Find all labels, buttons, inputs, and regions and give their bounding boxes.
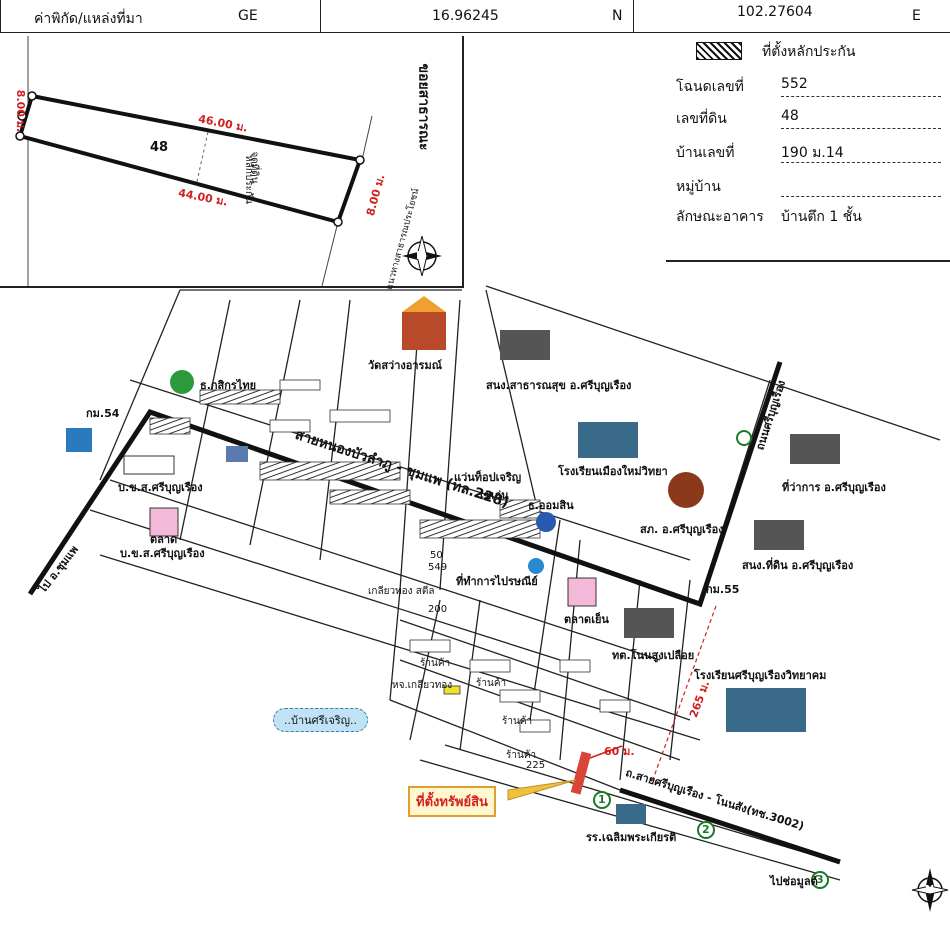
to-nonsang-label: ไปช่อมูลต์ <box>770 875 818 888</box>
map-north-arrow-icon <box>911 868 949 912</box>
temple-label: วัดสว่างอารมณ์ <box>368 359 442 372</box>
km54-label: กม.54 <box>86 407 120 420</box>
hatch-swatch-icon <box>696 42 742 60</box>
legend-row-value-2: 190 ม.14 <box>781 145 844 161</box>
latitude-dir: N <box>612 8 623 24</box>
longitude-dir: E <box>912 8 921 24</box>
coord-label: ค่าพิกัด/แหล่งที่มา <box>34 11 143 27</box>
distance-265-line <box>651 605 717 783</box>
property-location-label: ที่ตั้งทรัพย์สิน <box>408 786 496 817</box>
shop-phet-label: แว่นท็อปเจริญ <box>454 471 522 484</box>
steel-shop-label: เกลียวทอง สตีล <box>368 586 435 597</box>
school-chalerm-label: รร.เฉลิมพระเกียรติ <box>586 831 677 844</box>
marker-2 <box>697 821 715 839</box>
school-mueang-icon <box>578 422 638 458</box>
legend-row-value-1: 48 <box>781 108 799 124</box>
kasikorn-logo-icon <box>170 370 194 394</box>
shop-3-label: ร้านค้า <box>502 716 533 727</box>
property-marker <box>570 751 592 795</box>
market-icon <box>149 507 179 537</box>
shop-1-label: ร้านค้า <box>420 658 451 669</box>
legend-title: ที่ตั้งหลักประกัน <box>762 44 856 60</box>
police-badge-icon <box>668 472 704 508</box>
health-office-label: สนง.สาธารณสุข อ.ศรีบุญเรือง <box>486 379 632 392</box>
plot-drawing <box>15 36 442 286</box>
village-label: ..บ้านศรีเจริญ.. <box>273 708 369 732</box>
post-office-icon <box>528 558 544 574</box>
evening-market-icon <box>567 577 597 607</box>
coordinate-bar: ค่าพิกัด/แหล่งที่มา GE 16.96245 N 102.27… <box>0 0 950 34</box>
route-markers <box>593 430 829 889</box>
bus-station-label: บ.ข.ส.ศรีบุญเรือง <box>118 481 203 494</box>
seven-label: เซเว่น <box>480 489 509 502</box>
house-225-label: 225 <box>526 760 546 771</box>
district-office-label: ที่ว่าการ อ.ศรีบุญเรือง <box>782 481 886 494</box>
school-sribun-icon <box>726 688 806 732</box>
marker-1 <box>593 791 611 809</box>
legend-row-label-2: บ้านเลขที่ <box>676 145 735 161</box>
main-roads <box>27 361 841 865</box>
police-label: สภ. อ.ศรีบุญเรือง <box>640 523 724 536</box>
property-pointer-icon <box>507 779 577 801</box>
legend-box: ที่ตั้งหลักประกัน โฉนดเลขที่ 552 เลขที่ด… <box>666 36 950 262</box>
house-50-label: 50 <box>430 550 443 561</box>
distance-60-label: 60 ม. <box>604 745 635 758</box>
coord-source: GE <box>238 8 258 24</box>
gsb-label: ธ.ออมสิน <box>528 499 574 512</box>
school-chalerm-icon <box>616 804 646 824</box>
marker-3-label: 3 <box>816 873 824 886</box>
north-arrow-icon <box>402 235 442 277</box>
marker-1-label: 1 <box>598 793 606 806</box>
distance-60-line <box>589 745 623 759</box>
marker-3 <box>811 871 829 889</box>
legend-row-label-1: เลขที่ดิน <box>676 111 727 127</box>
legend-row-label-4: ลักษณะอาคาร <box>676 209 764 225</box>
kliaw-shop-label: หจ.เกลียวทอง <box>392 680 453 691</box>
legend-row-label-3: หมู่บ้าน <box>676 179 721 195</box>
bank-kasikorn-label: ธ.กสิกรไทย <box>200 379 257 392</box>
school-sribun-label: โรงเรียนศรีบุญเรืองวิทยาคม <box>694 669 827 682</box>
building-blocks <box>149 379 631 733</box>
market-sub-label: บ.ข.ส.ศรีบุญเรือง <box>120 547 205 560</box>
temple-icon <box>402 312 446 350</box>
municipality-label: ทต.โนนสูงเปลือย <box>612 649 695 662</box>
flag-icon <box>226 446 248 462</box>
parcel-number: 48 <box>150 140 169 155</box>
land-office-label: สนง.ที่ดิน อ.ศรีบุญเรือง <box>742 559 854 572</box>
gsb-logo-icon <box>536 512 556 532</box>
legend-row-value-0: 552 <box>781 76 808 92</box>
shop-2-label: ร้านค้า <box>476 678 507 689</box>
km55-label: กม.55 <box>706 583 740 596</box>
latitude-value: 16.96245 <box>432 8 499 24</box>
plot-inset: 46.00 ม. 44.00 ม. 8.00 ม. 8.00 ม. 48 จดท… <box>0 36 464 291</box>
legend-row-label-0: โฉนดเลขที่ <box>676 79 744 95</box>
house-200-label: 200 <box>428 604 448 615</box>
market-label: ตลาด <box>150 533 178 546</box>
marker-2-label: 2 <box>702 823 710 836</box>
map-compass-letter: N <box>925 883 935 896</box>
shop-4-label: ร้านค้า <box>506 750 537 761</box>
plot-compass-letter: N <box>416 249 426 262</box>
school-mueang-label: โรงเรียนเมืองใหม่วิทยา <box>558 465 668 478</box>
house-549-label: 549 <box>428 562 448 573</box>
legend-row-value-4: บ้านตึก 1 ชั้น <box>781 209 862 225</box>
bus-icon <box>123 455 175 475</box>
building-icons <box>500 330 840 638</box>
post-office-label: ที่ทำการไปรษณีย์ <box>456 575 538 588</box>
km54-sign-icon <box>66 428 92 452</box>
longitude-value: 102.27604 <box>737 4 813 20</box>
evening-market-label: ตลาดเย็น <box>564 613 609 626</box>
